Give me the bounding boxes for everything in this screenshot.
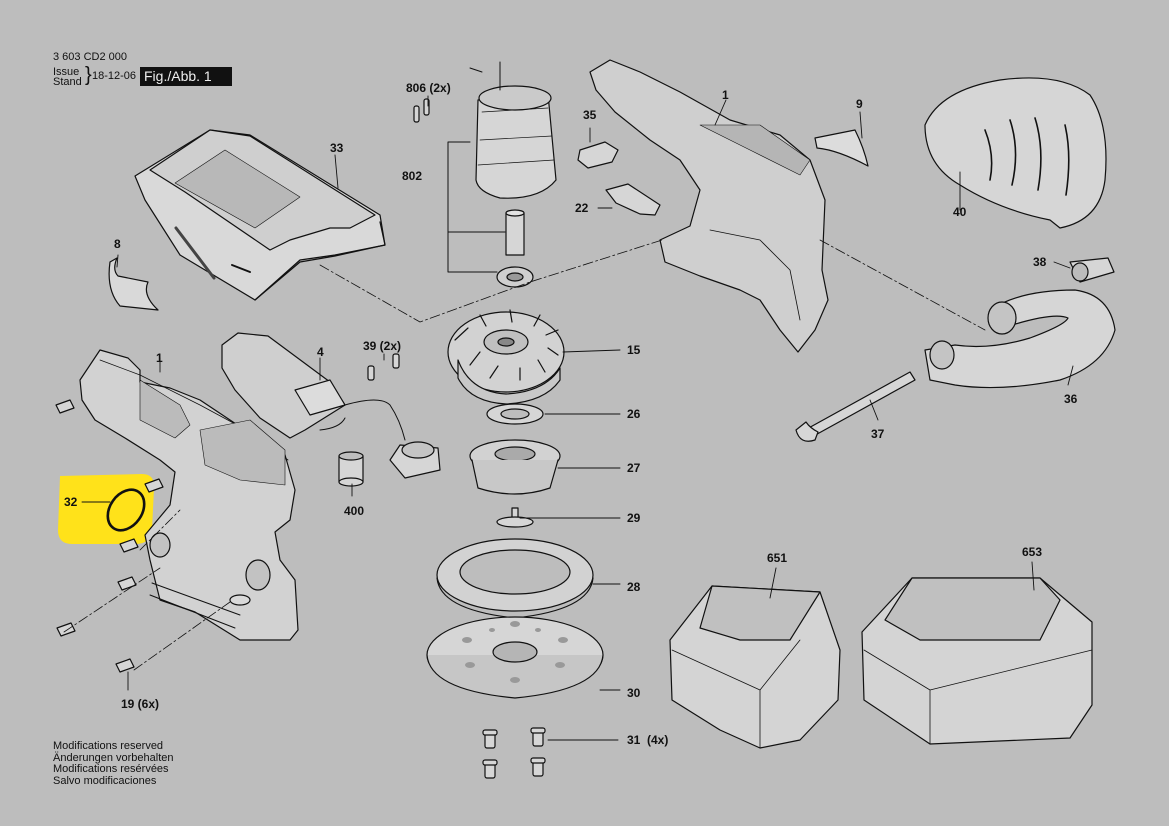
issue-date: 18-12-06 [92,70,137,82]
pins-806 [413,98,430,123]
callout-400: 400 [344,504,365,518]
callout-27: 27 [627,461,641,475]
main-housing-1 [79,349,299,641]
callout-37: 37 [871,427,885,441]
insert-8 [108,257,159,311]
callout-28: 28 [627,580,641,594]
figure-tag: Fig./Abb. 1 [140,67,232,86]
callout-22: 22 [575,201,589,215]
callout-35: 35 [583,108,597,122]
seal-26 [486,403,544,425]
callout-26: 26 [627,407,641,421]
trim-9 [814,129,869,167]
leader-lines [81,95,1074,741]
handle-36 [924,289,1116,389]
sleeve-400 [338,451,364,487]
fan-15 [447,309,565,405]
callout-36: 36 [1064,392,1078,406]
screws-19 [55,399,164,673]
charger-653 [861,577,1093,745]
assembly-axis-lines [63,239,986,671]
screw-29 [496,507,534,528]
callout-39: 39 (2x) [363,339,402,353]
switch-cap [389,441,441,479]
note-line: Modifications reserved [53,740,164,752]
callout-653: 653 [1022,545,1043,559]
callout-32: 32 [64,495,78,509]
screws-31 [482,727,546,779]
motor-802 [447,61,557,288]
callout-30: 30 [627,686,641,700]
bolt-37 [795,371,916,442]
callout-19: 19 (6x) [121,697,160,711]
callout-4: 4 [317,345,324,359]
stand-label: Stand [53,76,82,88]
ring-28 [436,538,594,619]
callout-33: 33 [330,141,344,155]
electronics-4 [221,332,406,441]
modification-notes: Modifications reserved Änderungen vorbeh… [53,740,174,787]
callout-29: 29 [627,511,641,525]
callout-31: 31 (4x) [627,733,669,747]
flange-27 [469,439,561,495]
issue-label: Issue [53,66,80,78]
callout-40: 40 [953,205,967,219]
pins-39 [367,353,400,381]
callout-8: 8 [114,237,121,251]
knob-38 [1069,257,1115,283]
note-line: Salvo modificaciones [53,774,157,787]
callout-651: 651 [767,551,788,565]
button-35 [577,141,619,169]
part-number: 3 603 CD2 000 [53,51,127,63]
highlight-part-32 [58,474,155,544]
note-line: Modifications resérvées [53,763,169,775]
callout-806: 806 (2x) [406,81,451,95]
callout-38: 38 [1033,255,1047,269]
switch-22 [605,183,661,216]
brace-glyph: } [85,64,92,86]
housing-half-1 [589,59,829,353]
callout-1-main: 1 [156,351,163,365]
callout-1-top: 1 [722,88,729,102]
pad-30 [426,616,604,699]
battery-651 [669,585,841,749]
callout-9: 9 [856,97,863,111]
note-line: Änderungen vorbehalten [53,751,174,764]
ring-32 [106,488,146,532]
callout-802: 802 [402,169,423,183]
dust-box-33 [134,129,386,301]
callout-15: 15 [627,343,641,357]
